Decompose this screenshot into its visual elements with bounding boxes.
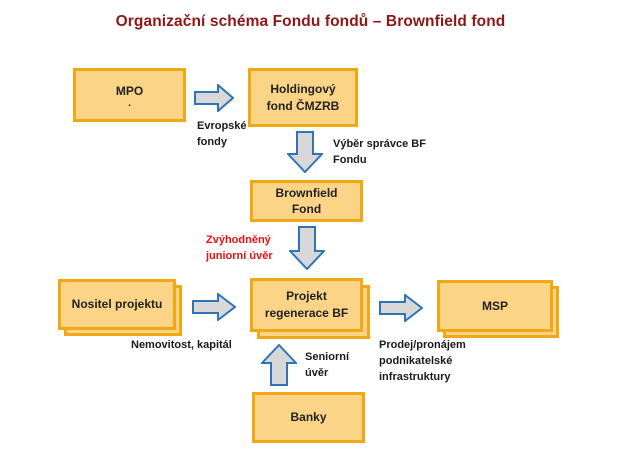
projekt-regenerace-box-label: Projekt regenerace BF (264, 289, 349, 320)
brownfield-fond-box-label: Brownfield Fond (275, 186, 338, 216)
mpo-box-label: MPO (115, 84, 144, 98)
label-seniorni-uver: Seniorní úvěr (305, 351, 350, 379)
holding-fond-box-label: Holdingový fond ČMZRB (266, 81, 340, 113)
label-nemovitost-kapital: Nemovitost, kapitál (131, 339, 232, 351)
banky-box: Banky (252, 392, 365, 443)
nositel-projektu-box: Nositel projektu (58, 279, 176, 330)
page-title: Organizační schéma Fondu fondů – Brownfi… (115, 13, 506, 30)
projekt-regenerace-box: Projekt regenerace BF (250, 278, 363, 332)
label-prodej-pronajem: Prodej/pronájem podnikatelské infrastruk… (379, 339, 466, 383)
brownfield-fond-box: Brownfield Fond (250, 180, 363, 222)
banky-box-label: Banky (290, 410, 327, 424)
arrow-brownfield-to-projekt (289, 226, 325, 270)
msp-box: MSP (437, 280, 553, 332)
label-zvyhodneny-juniorni-uver: Zvýhodněný juniorní úvěr (206, 234, 273, 262)
arrow-holding-to-brownfield (287, 131, 323, 173)
arrow-projekt-to-msp (379, 294, 423, 322)
label-vyber-spravce-bf-fondu: Výběr správce BF Fondu (333, 138, 426, 166)
arrow-mpo-to-holding (194, 84, 234, 112)
arrow-nositel-to-projekt (192, 293, 236, 321)
label-evropske-fondy: Evropské fondy (197, 120, 247, 148)
nositel-projektu-box-label: Nositel projektu (71, 297, 163, 311)
msp-box-label: MSP (481, 298, 508, 313)
holding-fond-box: Holdingový fond ČMZRB (248, 68, 358, 127)
mpo-box-note: . (128, 98, 131, 109)
arrow-banky-to-projekt (261, 344, 297, 386)
mpo-box: MPO . (73, 68, 186, 122)
